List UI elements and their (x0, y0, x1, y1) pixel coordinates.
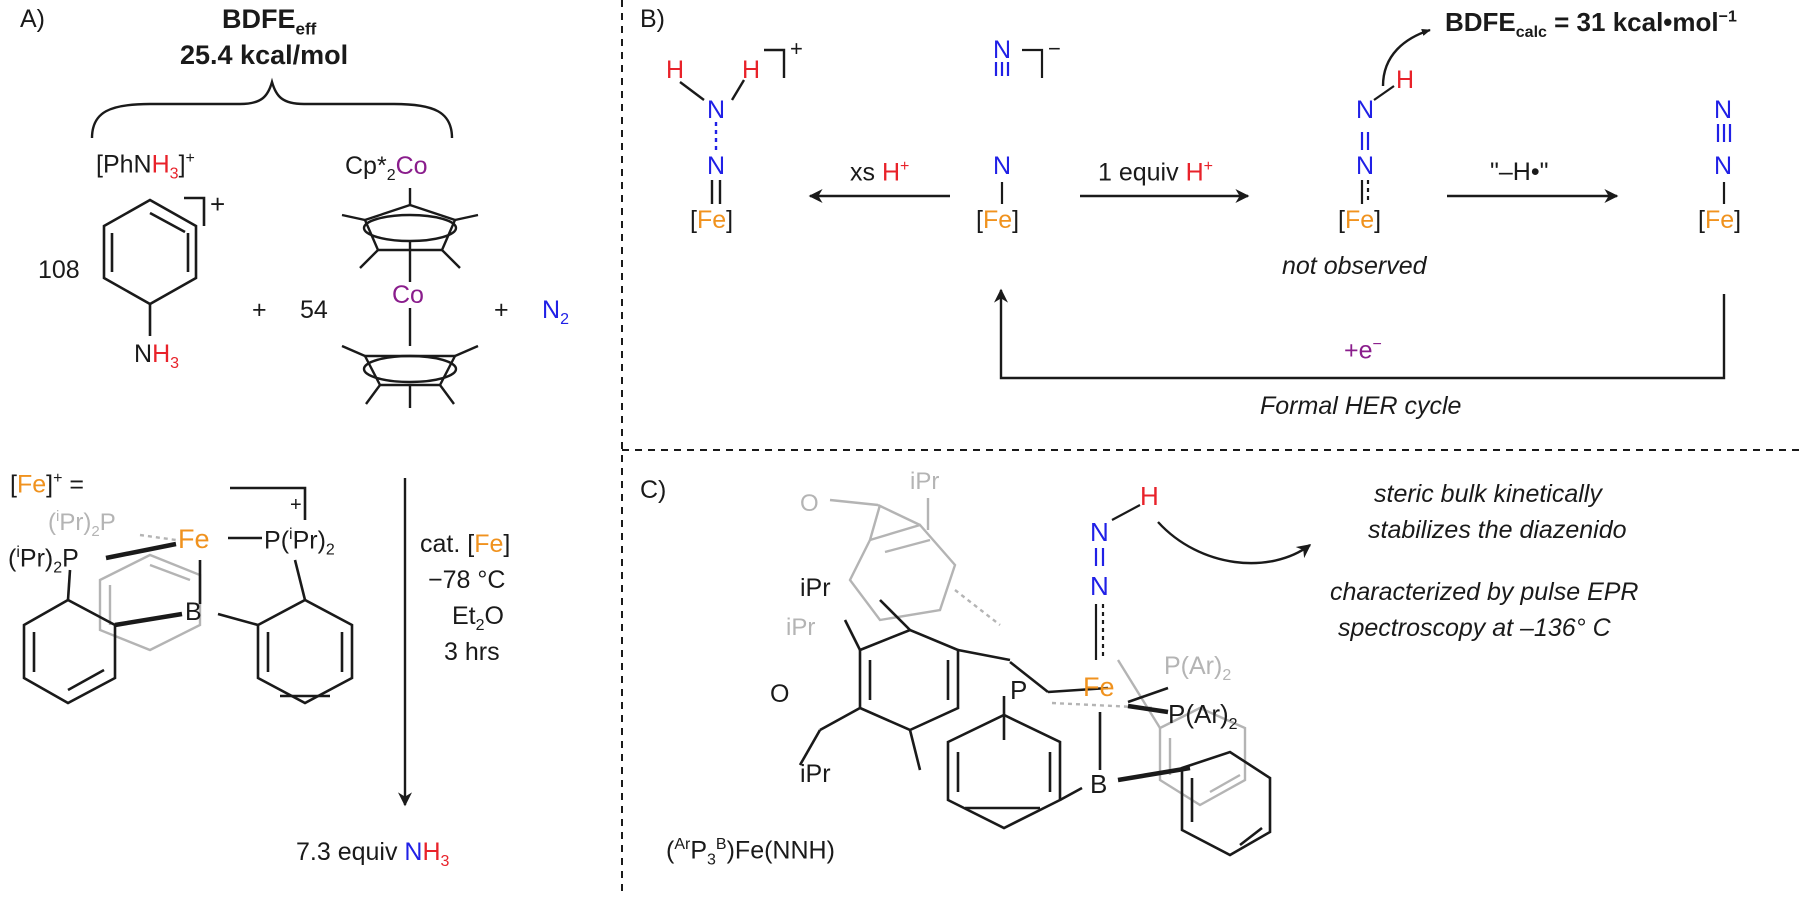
diazenido-n-bottom: N (1356, 152, 1375, 180)
panel-label-b: B) (640, 5, 665, 33)
fe-core-structure (798, 599, 1272, 857)
hydrazido-fe: [Fe] (690, 206, 734, 234)
right-phosphine-label: P(iPr)2 (264, 526, 335, 559)
hydrazido-h-right: H (742, 56, 761, 84)
diazenido-c-n-bottom: N (1090, 571, 1109, 601)
panel-label-c: C) (640, 476, 667, 504)
fe-dinitrogen-anion (994, 48, 1044, 204)
not-observed-label: not observed (1282, 252, 1427, 280)
arrow-label-one-equiv: 1 equiv H+ (1098, 158, 1213, 187)
cycle-return-arrow (994, 288, 1726, 380)
hydrazido-structure (679, 48, 786, 204)
bdfe-calc-label: BDFEcalc = 31 kcal•mol−1 (1445, 7, 1737, 42)
hydrazido-n-bottom: N (707, 152, 726, 180)
fe-dinitrogen-neutral (1716, 124, 1732, 204)
ghost-methoxy-o: O (800, 490, 819, 517)
diazenido-c-n-top: N (1090, 517, 1109, 547)
ipr-lower-left: iPr (800, 760, 831, 788)
methoxy-o: O (770, 680, 790, 708)
plus-sign-2: + (494, 296, 509, 324)
condition-catalyst: cat. [Fe] (420, 530, 511, 558)
hydrazido-charge: + (790, 36, 803, 61)
ghost-phosphine-label: (iPr)2P (48, 508, 116, 540)
bdfe-curved-arrow (1381, 28, 1431, 87)
catalyst-ghost-arm (98, 533, 202, 652)
neutral-n-bottom: N (1714, 152, 1733, 180)
diazenido-c-h: H (1140, 481, 1159, 511)
anion-n-bottom: N (993, 152, 1012, 180)
diazenido-h: H (1396, 66, 1415, 94)
arrow-label-h-loss: "–H•" (1490, 158, 1549, 186)
note-steric-line2: stabilizes the diazenido (1368, 516, 1627, 544)
product-ammonia: 7.3 equiv NH3 (296, 838, 450, 870)
p-ar2-right: P(Ar)2 (1168, 699, 1238, 734)
coefficient-cobaltocene: 54 (300, 296, 328, 324)
hydrazido-h-left: H (666, 56, 685, 84)
note-epr-line1: characterized by pulse EPR (1330, 578, 1639, 606)
ipr-ghost-top: iPr (910, 468, 940, 495)
ghost-aryl (829, 498, 1247, 807)
coefficient-aniline: 108 (38, 256, 80, 284)
cobaltocene-label: Cp*2Co (345, 152, 428, 184)
neutral-n-top: N (1714, 96, 1733, 124)
hydrazido-n-top: N (707, 96, 726, 124)
bdfe-eff-value: 25.4 kcal/mol (180, 40, 349, 70)
note-steric-line1: steric bulk kinetically (1374, 480, 1602, 508)
anion-charge: − (1048, 36, 1061, 61)
condition-time: 3 hrs (444, 638, 500, 666)
boron-a: B (185, 598, 202, 626)
diazenido-n-top: N (1356, 96, 1375, 124)
cobaltocene (341, 188, 479, 408)
bdfe-brace (90, 77, 454, 139)
iron-center-c: Fe (1083, 672, 1115, 702)
left-phosphine-label: (iPr)2P (8, 544, 79, 577)
diazenido-structure (1360, 85, 1395, 204)
plus-sign-1: + (252, 296, 267, 324)
anion-fe: [Fe] (976, 206, 1020, 234)
anilinium-label: [PhNH3]+ (96, 150, 195, 183)
condition-temperature: −78 °C (428, 566, 506, 594)
fe-definition: [Fe]+ = (10, 470, 84, 499)
arrow-label-xs-proton: xs H+ (850, 158, 910, 187)
catalyst-core (22, 486, 354, 705)
anilinium-ring (102, 196, 206, 336)
condition-solvent: Et2O (452, 602, 504, 634)
note-epr-line2: spectroscopy at –136° C (1338, 614, 1611, 642)
boron-c: B (1090, 769, 1108, 799)
ghost-p-ar2: P(Ar)2 (1164, 652, 1232, 684)
anion-n-top: N (993, 36, 1012, 64)
anilinium-charge: + (210, 189, 226, 219)
phosphine-p-left: P (1010, 675, 1028, 705)
catalyst-charge: + (290, 494, 302, 516)
aniline-nh3: NH3 (134, 340, 180, 372)
iron-center-a: Fe (178, 524, 210, 554)
panel-label-a: A) (20, 5, 45, 33)
cobalt-center: Co (392, 281, 424, 309)
diazenido-ligand (1094, 504, 1141, 660)
ipr-upper-left: iPr (800, 574, 831, 602)
dinitrogen-reagent: N2 (542, 296, 569, 328)
steric-curved-arrow (1157, 521, 1312, 565)
neutral-fe: [Fe] (1698, 206, 1742, 234)
diazenido-fe: [Fe] (1338, 206, 1382, 234)
electron-addition: +e− (1344, 336, 1382, 365)
ipr-ghost-mid: iPr (786, 614, 816, 641)
her-cycle-label: Formal HER cycle (1260, 392, 1462, 420)
bdfe-eff-label: BDFEeff (222, 4, 317, 39)
complex-name: (ArP3B)Fe(NNH) (666, 836, 835, 869)
